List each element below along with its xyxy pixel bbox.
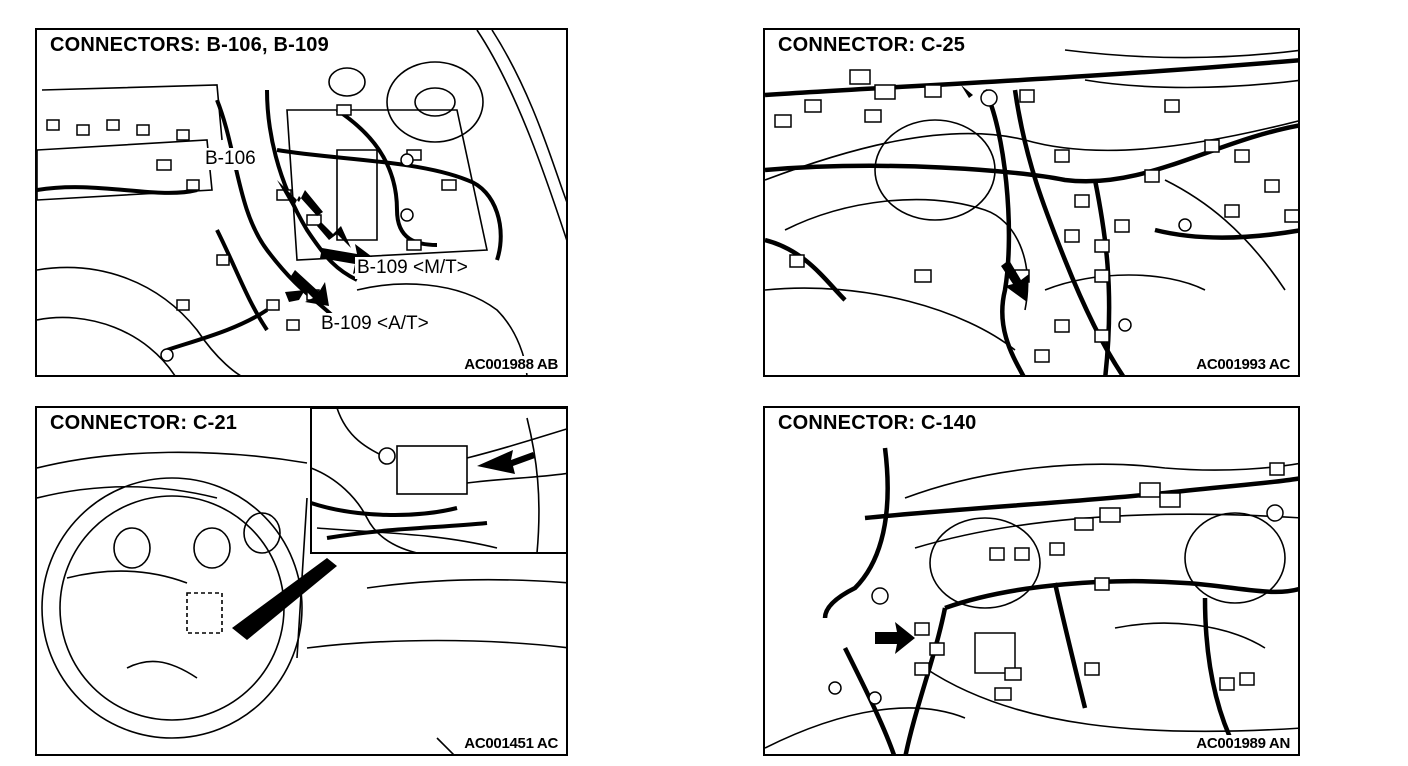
panel-b106-b109: CONNECTORS: B-106, B-109 B-106 B-109 <M/… <box>35 28 568 377</box>
callout-b109-mt: B-109 <M/T> <box>355 257 470 279</box>
panel-title: CONNECTORS: B-106, B-109 <box>47 34 332 57</box>
panel-title: CONNECTOR: C-140 <box>775 412 980 435</box>
figure-code: AC001993 AC <box>1194 356 1292 373</box>
figure-code: AC001989 AN <box>1194 735 1292 752</box>
steering-column-illustration <box>37 408 566 754</box>
figure-code: AC001451 AC <box>462 735 560 752</box>
panel-c25: CONNECTOR: C-25 AC001993 AC <box>763 28 1300 377</box>
panel-title: CONNECTOR: C-25 <box>775 34 969 57</box>
panel-c21: CONNECTOR: C-21 AC001451 AC <box>35 406 568 756</box>
panel-title: CONNECTOR: C-21 <box>47 412 241 435</box>
callout-b109-at: B-109 <A/T> <box>319 313 431 335</box>
dashboard-harness-illustration <box>765 49 1298 375</box>
panel-c140: CONNECTOR: C-140 AC001989 AN <box>763 406 1300 756</box>
engine-bay-illustration <box>37 30 566 375</box>
dashboard-harness-illustration <box>765 447 1298 754</box>
figure-code: AC001988 AB <box>462 356 560 373</box>
callout-b106: B-106 <box>203 148 258 170</box>
